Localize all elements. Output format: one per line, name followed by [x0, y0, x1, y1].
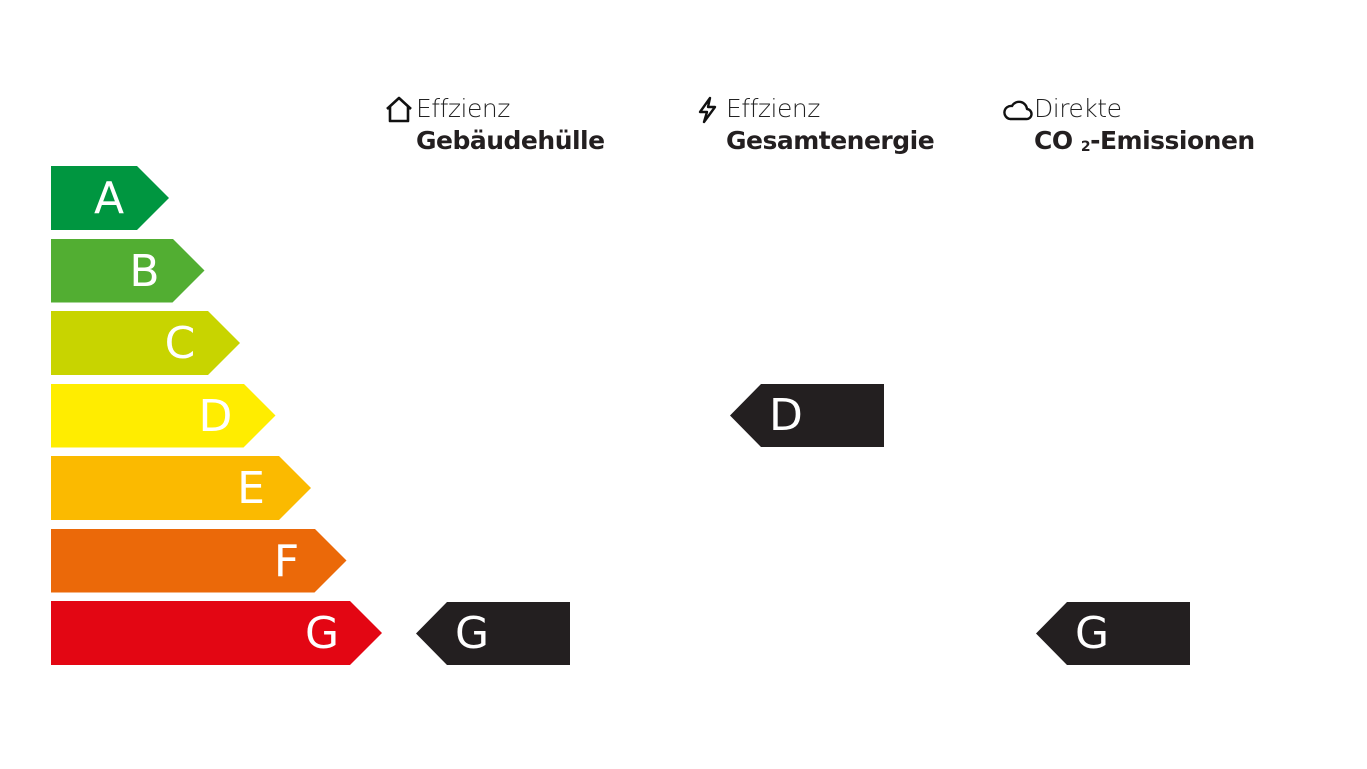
rating-indicator-total-energy: D [730, 384, 884, 447]
scale-letter: E [237, 463, 265, 514]
rating-indicator-co2-emissions: G [1036, 602, 1190, 665]
scale-bar-b: B [51, 239, 205, 303]
header-line1: Effzienz [726, 94, 820, 123]
header-line1: Effzienz [416, 94, 510, 123]
rating-letter: G [1074, 608, 1110, 659]
scale-bar-g: G [51, 601, 382, 665]
scale-letter: D [198, 390, 233, 442]
scale-bar-f: F [51, 529, 347, 593]
scale-letter: B [129, 245, 160, 297]
scale-letter: G [304, 608, 340, 659]
lightning-icon [698, 96, 717, 124]
cloud-icon [1003, 100, 1033, 121]
scale-bar-d: D [51, 384, 276, 448]
rating-letter: G [454, 608, 490, 659]
scale-letter: F [273, 535, 300, 587]
header-line2: Gebäudehülle [416, 126, 605, 155]
header-line2: CO 2-Emissionen [1034, 126, 1255, 155]
scale-bar-c: C [51, 311, 240, 375]
scale-bar-a: A [51, 166, 169, 230]
house-icon [386, 96, 412, 123]
header-line2: Gesamtenergie [726, 126, 935, 155]
rating-indicator-building-envelope: G [416, 602, 570, 665]
rating-letter: D [769, 390, 803, 441]
scale-letter: A [93, 173, 125, 224]
scale-bar-e: E [51, 456, 311, 520]
scale-letter: C [164, 318, 196, 369]
header-line1: Direkte [1034, 94, 1122, 123]
